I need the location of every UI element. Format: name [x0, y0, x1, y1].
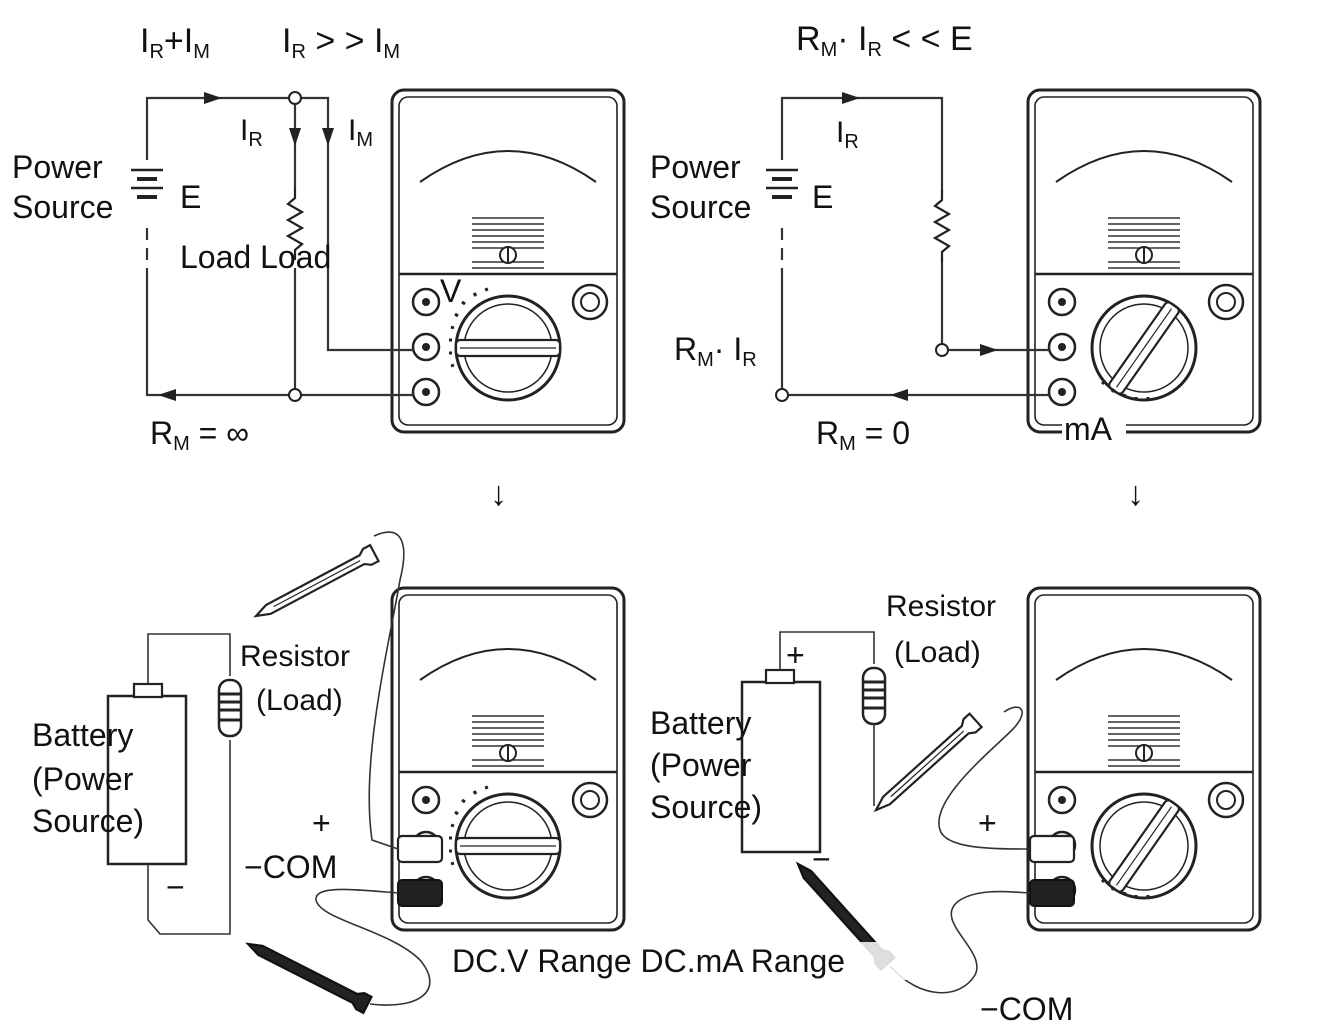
- branch-current-ir: IR: [836, 116, 859, 153]
- resistor-label-1: Resistor: [240, 640, 350, 673]
- battery-label-3: Source): [650, 789, 762, 825]
- battery-label-1: Battery: [650, 705, 751, 741]
- meter-resistance-label: RM = 0: [816, 415, 910, 455]
- power-source-label-1: Power: [12, 149, 103, 185]
- panel-current-schematic: RM· IR < < E IR Power Source E RM· IR RM…: [650, 20, 1262, 455]
- plus-terminal-label: +: [312, 805, 331, 841]
- resistor-label-2: (Load): [894, 636, 981, 669]
- battery-minus: −: [166, 869, 185, 905]
- battery-plus: +: [786, 637, 805, 673]
- current-condition-label: IR > > IM: [282, 22, 400, 63]
- range-caption: DC.V Range DC.mA Range: [452, 943, 845, 979]
- current-sum-label: IR+IM: [140, 22, 210, 63]
- power-source-label-1: Power: [650, 149, 741, 185]
- emf-label: E: [812, 179, 833, 215]
- branch-current-im: IM: [348, 114, 373, 151]
- battery-minus: −: [812, 841, 831, 877]
- resistor-label-2: (Load): [256, 684, 343, 717]
- battery-label-1: Battery: [32, 717, 133, 753]
- branch-current-ir: IR: [240, 114, 263, 151]
- com-terminal-label: −COM: [980, 991, 1073, 1027]
- emf-label: E: [180, 179, 201, 215]
- battery-label-2: (Power: [650, 747, 752, 783]
- power-source-label-2: Source: [12, 189, 113, 225]
- meter-voltage-drop-label: RM· IR: [674, 331, 757, 371]
- power-source-label-2: Source: [650, 189, 751, 225]
- down-arrow-left: ↓: [490, 475, 507, 513]
- battery-label-3: Source): [32, 803, 144, 839]
- current-range-mark: mA: [1064, 411, 1113, 447]
- load-label: Load Load: [180, 239, 331, 275]
- voltage-drop-condition: RM· IR < < E: [796, 20, 973, 61]
- plus-terminal-label: +: [978, 805, 997, 841]
- panel-current-wiring: Resistor (Load) + Battery (Power Source)…: [650, 586, 1262, 1027]
- com-terminal-label: −COM: [244, 849, 337, 885]
- voltage-range-mark: V: [440, 273, 462, 309]
- resistor-label-1: Resistor: [886, 590, 996, 623]
- meter-resistance-label: RM = ∞: [150, 415, 249, 455]
- panel-voltage-schematic: IR+IM IR > > IM IR IM Power Source E Loa…: [12, 22, 626, 455]
- battery-label-2: (Power: [32, 761, 134, 797]
- panel-voltage-wiring: Battery (Power Source) − Resistor (Load)…: [32, 531, 626, 1014]
- down-arrow-right: ↓: [1127, 475, 1144, 513]
